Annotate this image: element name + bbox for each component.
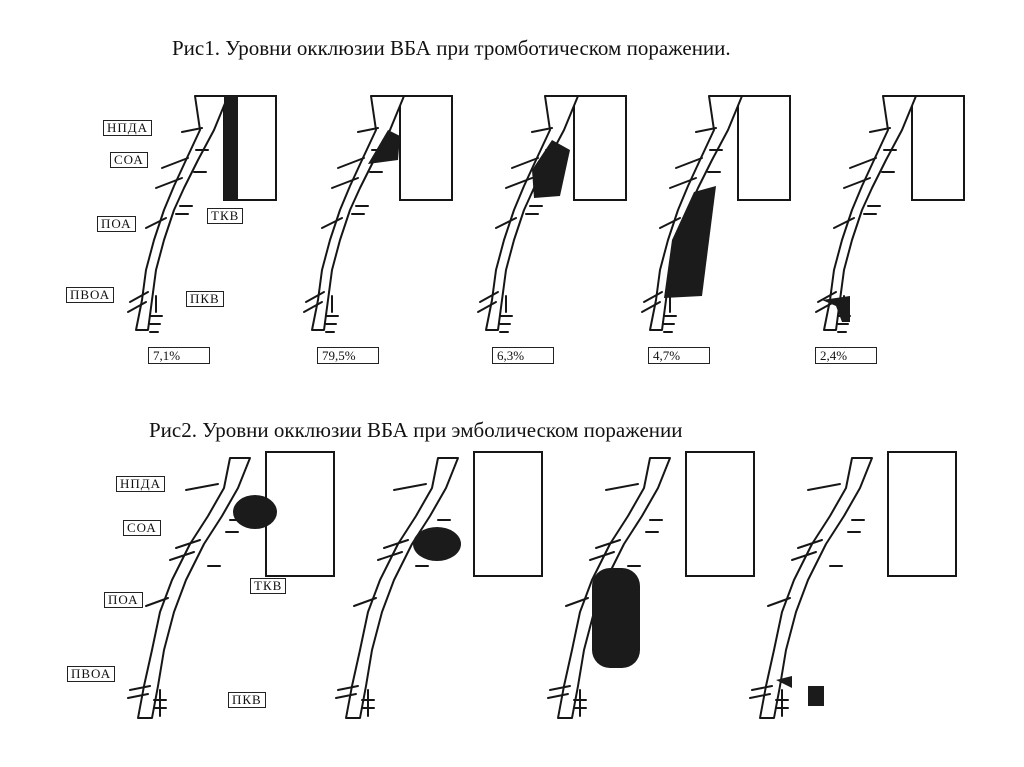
occlusion-mark [532, 140, 570, 198]
fig2-panel-3 [547, 451, 755, 719]
figure1-title: Рис1. Уровни окклюзии ВБА при тромботиче… [172, 36, 731, 60]
label-pkv: ПКВ [186, 291, 224, 307]
percentage-box-1: 7,1% [148, 347, 210, 364]
embolus-mark [233, 495, 277, 529]
fig1-panel-5 [815, 95, 965, 333]
label-pkv-2: ПКВ [228, 692, 266, 708]
occlusion-mark [224, 96, 238, 200]
fig2-panel-4 [749, 451, 957, 719]
occlusion-mark [776, 676, 792, 688]
label-soa-2: СОА [123, 520, 161, 536]
percentage-box-4: 4,7% [648, 347, 710, 364]
percentage-box-5: 2,4% [815, 347, 877, 364]
label-poa-2: ПОА [104, 592, 143, 608]
percentage-box-2: 79,5% [317, 347, 379, 364]
fig2-panel-2 [335, 451, 543, 719]
occlusion-mark [368, 130, 400, 164]
figure2-title: Рис2. Уровни окклюзии ВБА при эмболическ… [149, 418, 683, 442]
embolus-mark [413, 527, 461, 561]
label-pvoa: ПВОА [66, 287, 115, 303]
occlusion-mark [808, 686, 824, 706]
label-npda: НПДА [103, 120, 153, 136]
fig1-panel-4 [641, 95, 791, 333]
fig1-panel-3 [477, 95, 627, 333]
label-npda-2: НПДА [116, 476, 166, 492]
percentage-box-3: 6,3% [492, 347, 554, 364]
label-poa: ПОА [97, 216, 136, 232]
fig2-panel-1 [127, 451, 335, 719]
occlusion-mark [664, 186, 716, 298]
label-tkv-2: ТКВ [250, 578, 287, 594]
label-pvoa-2: ПВОА [67, 666, 116, 682]
fig1-panel-1 [127, 95, 277, 333]
label-tkv: ТКВ [207, 208, 244, 224]
occlusion-mark [822, 296, 850, 322]
fig1-panel-2 [303, 95, 453, 333]
label-soa: СОА [110, 152, 148, 168]
embolus-mark [592, 568, 640, 668]
